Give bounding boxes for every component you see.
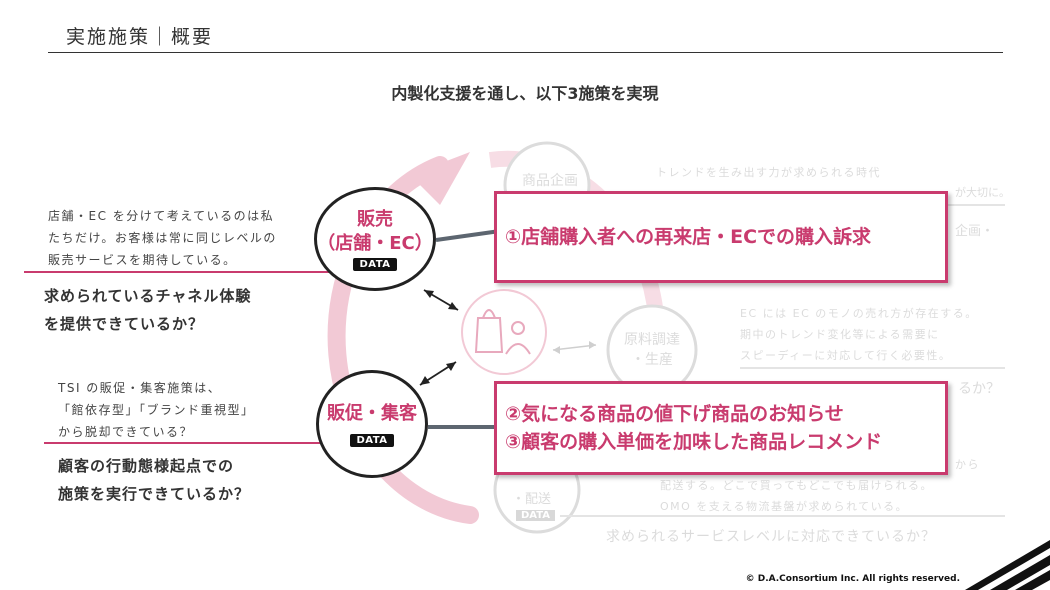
measure-3-text: ③顧客の購入単価を加味した商品レコメンド (505, 431, 883, 453)
bg-text-1b: 企画・ (955, 224, 995, 239)
question-sales: 求められているチャネル体験を提供できているか？ (44, 287, 252, 333)
question-promo: 顧客の行動態様起点での施策を実行できているか？ (58, 457, 251, 503)
bg-text-3: から配送する。どこで買ってもどこでも届けられる。OMO を支える物流基盤が求めら… (660, 458, 980, 513)
circle-promo-label: 販促・集客 (327, 402, 417, 424)
bg-label-procure: 原料調達・生産 (624, 332, 680, 368)
bg-text-1-end: が大切に。 (955, 186, 1010, 199)
pink-rule-1 (24, 271, 359, 273)
page-title: 実施施策｜概要 (66, 26, 214, 48)
slide-subtitle: 内製化支援を通し、以下3施策を実現 (391, 84, 659, 103)
bg-text-1: トレンドを生み出す力が求められる時代 (656, 166, 881, 179)
bg-text-2: EC には EC のモノの売れ方が存在する。期中のトレンド変化等による需要にスピ… (740, 307, 978, 362)
cycle-arrow-head (410, 152, 470, 205)
measure-1-text: ①店舗購入者への再来店・ECでの購入訴求 (505, 226, 872, 248)
person-icon (511, 321, 525, 335)
bg-label-logistics: ・配送 (512, 492, 552, 507)
customer-center-circle (461, 289, 547, 375)
measure-2-text: ②気になる商品の値下げ商品のお知らせ (505, 403, 844, 425)
circle-sales-label: 販売（店舗・EC） (317, 208, 433, 254)
callout-measure-1: ①店舗購入者への再来店・ECでの購入訴求 (494, 191, 948, 283)
shopping-bag-icon (474, 317, 504, 353)
connector-promo (428, 425, 498, 429)
bg-label-planning: 商品企画 (522, 173, 578, 189)
pink-rule-2 (44, 442, 322, 444)
copyright: © D.A.Consortium Inc. All rights reserve… (745, 574, 960, 584)
callout-measure-2-3: ②気になる商品の値下げ商品のお知らせ ③顧客の購入単価を加味した商品レコメンド (494, 381, 948, 475)
quote-sales: 店舗・EC を分けて考えているのは私たちだけ。お客様は常に同じレベルの販売サービ… (48, 209, 277, 267)
circle-sales: 販売（店舗・EC） DATA (314, 187, 436, 291)
corner-stripe (990, 555, 1050, 590)
bg-data-badge: DATA (516, 510, 556, 521)
bg-text-3q: 求められるサービスレベルに対応できているか？ (606, 529, 936, 545)
data-badge-promo: DATA (350, 433, 394, 447)
quote-promo: TSI の販促・集客施策は、「館依存型」「ブランド重視型」から脱却できている？ (58, 381, 255, 439)
header-divider (48, 52, 1003, 53)
data-badge-sales: DATA (353, 257, 397, 271)
circle-promo: 販促・集客 DATA (316, 370, 428, 478)
bg-text-2q: るか？ (958, 381, 1000, 397)
